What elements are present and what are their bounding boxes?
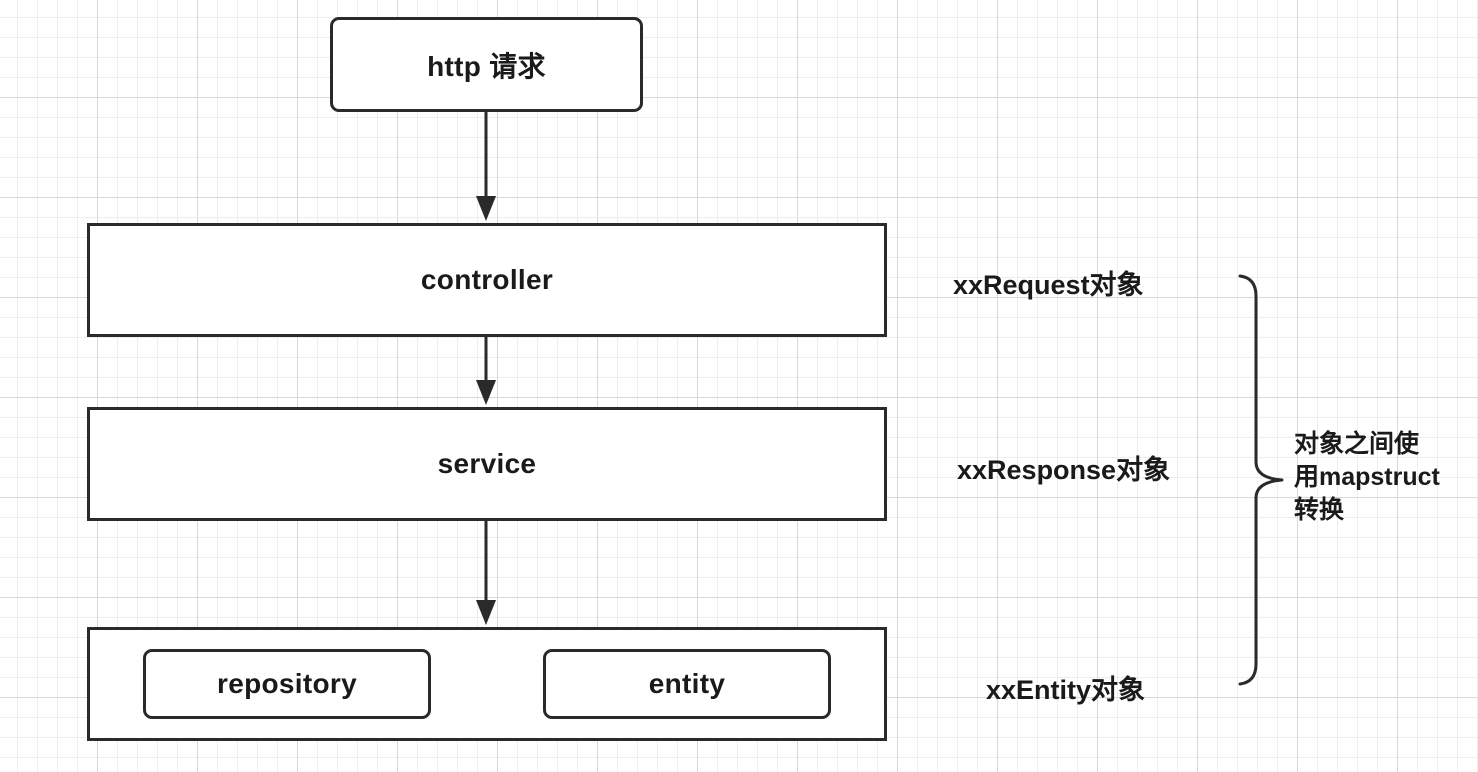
http-request-label: http 请求: [427, 50, 546, 82]
http-request-node: http 请求: [330, 17, 643, 112]
entity-object-label: xxEntity对象: [986, 675, 1146, 705]
arrow-http-to-controller: [476, 112, 496, 221]
arrow-service-to-data-layer: [476, 521, 496, 625]
repository-node: repository: [143, 649, 431, 719]
mapstruct-note-line2: 用mapstruct: [1294, 463, 1440, 491]
service-label: service: [437, 448, 537, 479]
service-layer: service: [87, 407, 887, 521]
arrow-controller-to-service: [476, 337, 496, 405]
mapstruct-note-line1: 对象之间使: [1294, 430, 1420, 458]
mapstruct-note-line3: 转换: [1294, 496, 1345, 524]
entity-label: entity: [648, 668, 726, 699]
response-object-label: xxResponse对象: [957, 455, 1171, 485]
repository-label: repository: [217, 668, 357, 699]
request-object-label: xxRequest对象: [953, 270, 1144, 300]
curly-brace: [1238, 274, 1284, 686]
controller-layer: controller: [87, 223, 887, 337]
mapstruct-note: 对象之间使 用mapstruct 转换: [1294, 428, 1464, 527]
controller-label: controller: [420, 264, 554, 295]
entity-node: entity: [543, 649, 831, 719]
